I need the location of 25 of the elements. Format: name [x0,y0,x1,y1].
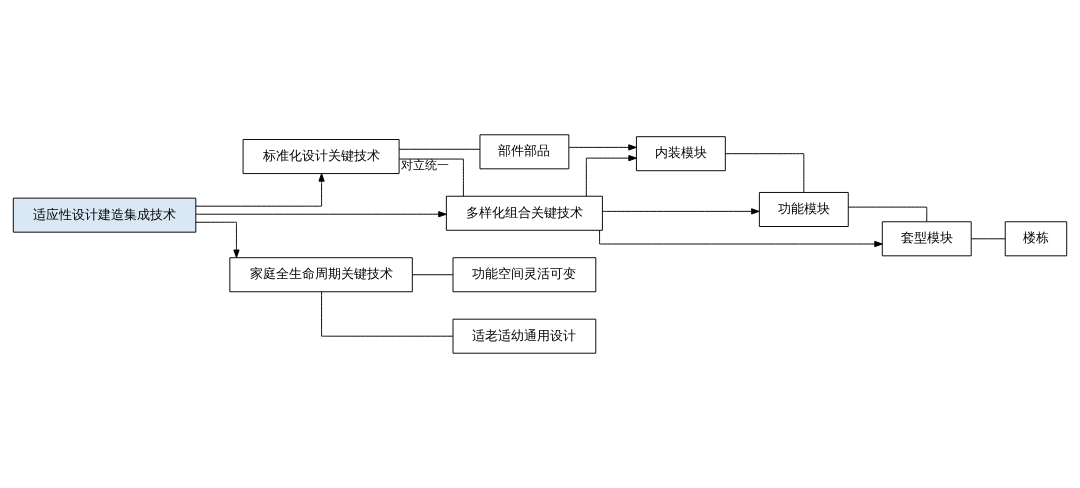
node-box: 楼栋 [1004,221,1068,257]
node-box: 套型模块 [881,221,972,257]
connector [398,148,481,150]
connector [725,153,805,193]
arrow [195,173,325,207]
arrow [602,208,760,215]
node-box: 部件部品 [479,134,570,170]
arrow [599,229,883,248]
node-box: 多样化组合关键技术 [445,195,603,231]
connector [412,274,454,276]
node-box: 家庭全生命周期关键技术 [229,257,413,293]
arrow [568,144,637,151]
node-box: 适应性设计建造集成技术 [12,197,197,233]
connector [321,291,454,337]
node-box: 适老适幼通用设计 [452,318,597,354]
edge-label: 对立统一 [401,157,450,172]
arrow [195,211,447,218]
node-box: 功能空间灵活可变 [452,257,597,293]
connector [398,158,464,197]
node-box: 功能模块 [758,192,849,227]
arrow [195,221,240,259]
arrow [585,155,637,197]
connector [971,238,1006,240]
node-box: 标准化设计关键技术 [242,139,400,175]
node-box: 内装模块 [635,136,726,172]
